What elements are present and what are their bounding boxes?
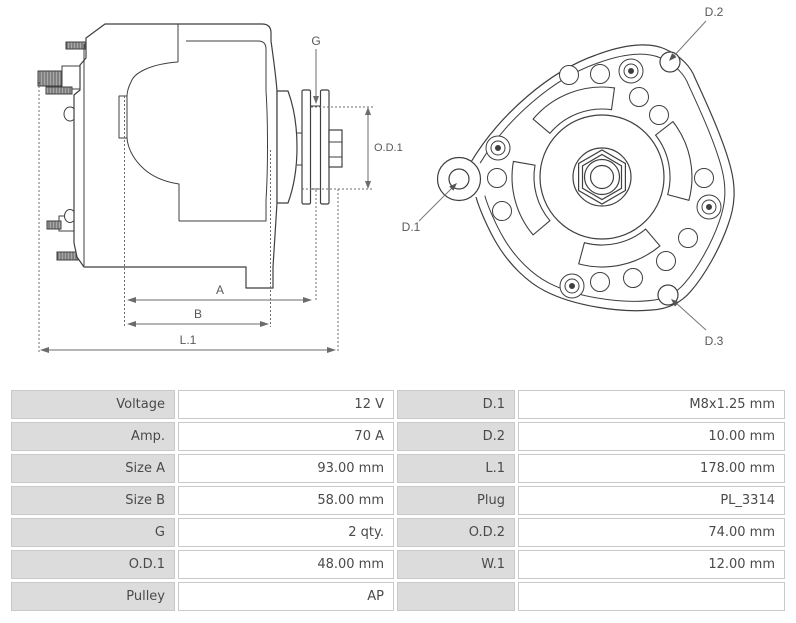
rotor-hub	[539, 114, 665, 240]
spec-value-cell: 74.00 mm	[518, 518, 785, 547]
dim-label-d2: D.2	[705, 5, 724, 19]
housing-inner-outline	[479, 53, 726, 302]
pulley	[301, 89, 343, 205]
spec-label-cell	[397, 582, 515, 611]
dim-label-g: G	[311, 34, 320, 48]
table-row: Amp. 70 A D.2 10.00 mm	[11, 422, 785, 451]
alternator-technical-drawing: G O.D.1 A B L.1	[37, 5, 735, 353]
ear-hole-d1	[448, 168, 470, 190]
front-view-drawing: D.2 D.1 D.3	[402, 5, 735, 348]
dim-label-d3: D.3	[705, 334, 724, 348]
housing-front-outline	[470, 44, 735, 312]
dim-label-od1: O.D.1	[374, 142, 403, 154]
spec-value-cell	[518, 582, 785, 611]
spec-label-cell: D.2	[397, 422, 515, 451]
side-view-dimensions	[38, 49, 374, 353]
spec-value-cell: 178.00 mm	[518, 454, 785, 483]
spec-value-cell: 12 V	[178, 390, 394, 419]
ear-hole-d2	[659, 51, 681, 73]
shaft-nut	[577, 149, 627, 205]
spec-value-cell: 10.00 mm	[518, 422, 785, 451]
housing-side-outline	[73, 23, 302, 289]
housing-holes	[487, 64, 714, 292]
spec-label-cell: D.1	[397, 390, 515, 419]
spec-label-cell: Pulley	[11, 582, 175, 611]
spec-label-cell: W.1	[397, 550, 515, 579]
spec-label-cell: G	[11, 518, 175, 547]
spec-value-cell: PL_3314	[518, 486, 785, 515]
vent-slots	[511, 86, 693, 268]
spec-value-cell: 12.00 mm	[518, 550, 785, 579]
table-row: Size A 93.00 mm L.1 178.00 mm	[11, 454, 785, 483]
spec-label-cell: Size B	[11, 486, 175, 515]
dim-label-a: A	[216, 283, 224, 297]
spec-label-cell: Plug	[397, 486, 515, 515]
dim-label-b: B	[194, 307, 202, 321]
table-row: Size B 58.00 mm Plug PL_3314	[11, 486, 785, 515]
front-view-leaders	[418, 20, 707, 331]
spec-value-cell: AP	[178, 582, 394, 611]
spec-value-cell: M8x1.25 mm	[518, 390, 785, 419]
table-row: O.D.1 48.00 mm W.1 12.00 mm	[11, 550, 785, 579]
table-row: Voltage 12 V D.1 M8x1.25 mm	[11, 390, 785, 419]
table-row: Pulley AP	[11, 582, 785, 611]
spec-label-cell: L.1	[397, 454, 515, 483]
spec-table: Voltage 12 V D.1 M8x1.25 mm Amp. 70 A D.…	[8, 387, 788, 614]
mounting-studs	[37, 41, 87, 261]
spec-label-cell: Size A	[11, 454, 175, 483]
spec-label-cell: Voltage	[11, 390, 175, 419]
spec-label-cell: O.D.1	[11, 550, 175, 579]
dim-label-l1: L.1	[180, 333, 197, 347]
spec-label-cell: O.D.2	[397, 518, 515, 547]
dim-label-d1: D.1	[402, 220, 421, 234]
spec-label-cell: Amp.	[11, 422, 175, 451]
spec-value-cell: 48.00 mm	[178, 550, 394, 579]
table-row: G 2 qty. O.D.2 74.00 mm	[11, 518, 785, 547]
spec-value-cell: 93.00 mm	[178, 454, 394, 483]
spec-value-cell: 70 A	[178, 422, 394, 451]
side-view-drawing: G O.D.1 A B L.1	[37, 23, 403, 353]
through-bolts	[485, 58, 722, 299]
spec-value-cell: 2 qty.	[178, 518, 394, 547]
spec-value-cell: 58.00 mm	[178, 486, 394, 515]
